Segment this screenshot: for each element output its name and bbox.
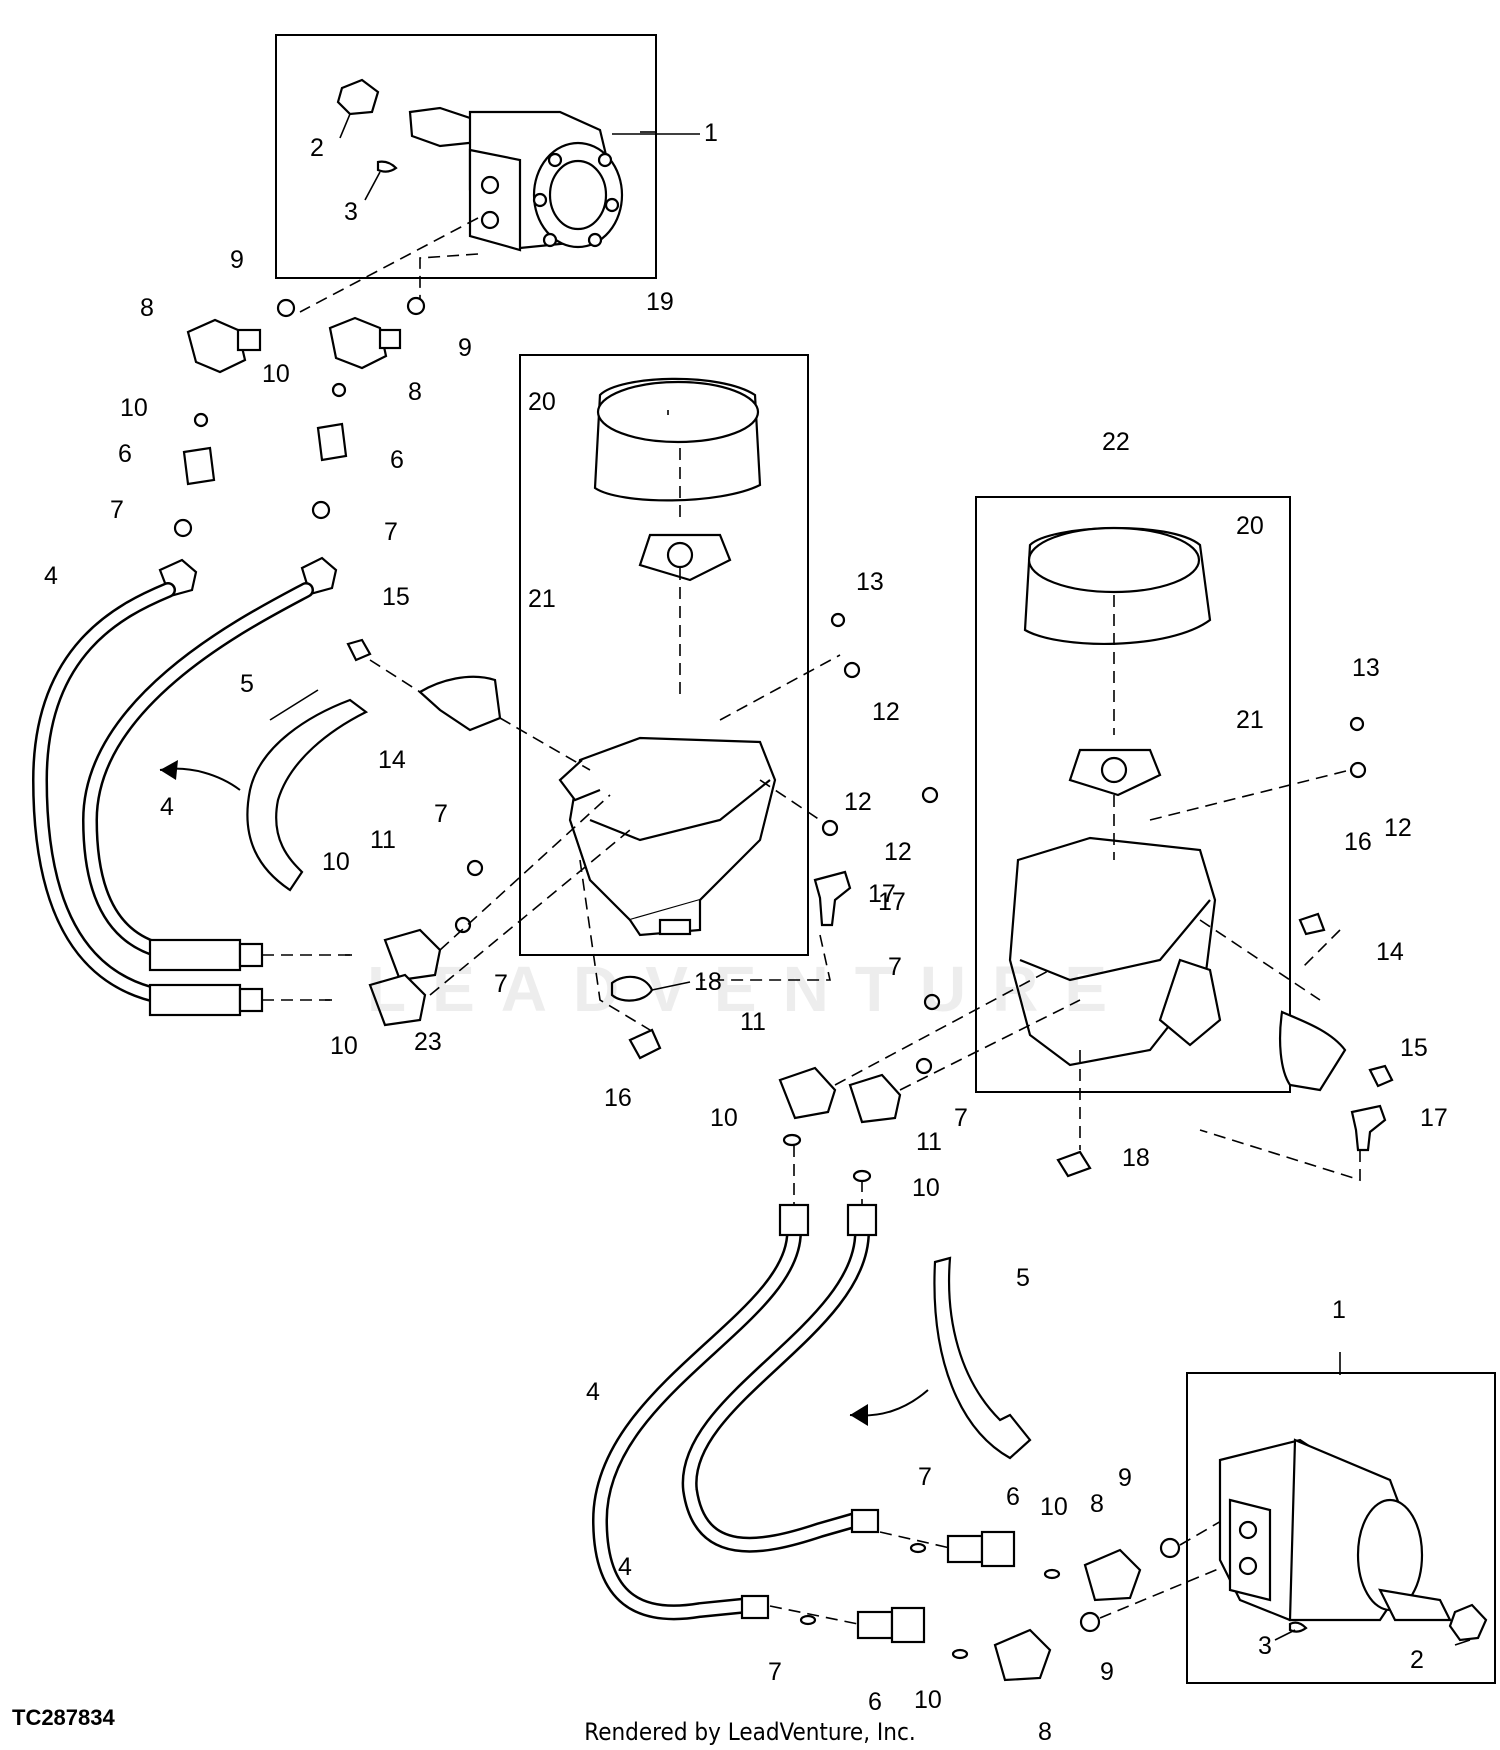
fittings-bottom — [799, 1530, 1181, 1682]
callout-11: 11 — [740, 1008, 766, 1036]
callout-17: 17 — [878, 888, 906, 916]
callout-9: 9 — [230, 246, 244, 274]
callout-11: 11 — [916, 1128, 942, 1156]
callout-7: 7 — [434, 800, 448, 828]
pump-assembly-left — [558, 377, 777, 937]
callout-9: 9 — [458, 334, 472, 362]
callout-10: 10 — [330, 1032, 358, 1060]
callout-1: 1 — [1332, 1296, 1346, 1324]
callout-17: 17 — [868, 880, 896, 908]
callout-10: 10 — [912, 1174, 940, 1202]
pump-assembly-right — [1008, 526, 1222, 1067]
callout-23: 23 — [414, 1028, 442, 1056]
callout-1: 1 — [704, 119, 718, 147]
spiral-wrap-bottom — [933, 1256, 1032, 1460]
callout-21: 21 — [528, 585, 556, 613]
callout-7: 7 — [888, 953, 902, 981]
group-box-pump-right — [975, 496, 1291, 1093]
steering-motor-bottom — [1218, 1438, 1488, 1642]
callout-20: 20 — [528, 388, 556, 416]
callout-7: 7 — [918, 1463, 932, 1491]
bracket-left — [418, 675, 502, 732]
callout-3: 3 — [1258, 1632, 1272, 1660]
credit-text: Rendered by LeadVenture, Inc. — [584, 1718, 916, 1746]
callout-9: 9 — [1100, 1658, 1114, 1686]
callout-13: 13 — [1352, 654, 1380, 682]
callout-4: 4 — [586, 1378, 600, 1406]
callout-4: 4 — [44, 562, 58, 590]
callout-5: 5 — [240, 670, 254, 698]
callout-10: 10 — [322, 848, 350, 876]
callout-12: 12 — [884, 838, 912, 866]
figure-id: TC287834 — [12, 1705, 115, 1730]
callout-7: 7 — [494, 970, 508, 998]
callout-4: 4 — [160, 793, 174, 821]
fittings-top-left — [158, 298, 296, 598]
callout-16: 16 — [604, 1084, 632, 1112]
callout-6: 6 — [118, 440, 132, 468]
callout-2: 2 — [1410, 1646, 1424, 1674]
callout-6: 6 — [1006, 1483, 1020, 1511]
callout-21: 21 — [1236, 706, 1264, 734]
callout-18: 18 — [694, 968, 722, 996]
callout-10: 10 — [120, 394, 148, 422]
watermark-text: LEADVENTURE — [366, 953, 1134, 1025]
callout-10: 10 — [914, 1686, 942, 1714]
callout-6: 6 — [868, 1688, 882, 1716]
steering-motor-top — [336, 78, 624, 252]
callout-12: 12 — [1384, 814, 1412, 842]
callout-2: 2 — [310, 134, 324, 162]
callout-18: 18 — [1122, 1144, 1150, 1172]
callout-10: 10 — [262, 360, 290, 388]
callout-11: 11 — [370, 826, 396, 854]
callout-8: 8 — [140, 294, 154, 322]
callout-5: 5 — [1016, 1264, 1030, 1292]
callout-20: 20 — [1236, 512, 1264, 540]
fittings-right-pump — [778, 993, 941, 1183]
bracket-right — [1278, 1010, 1347, 1092]
callout-14: 14 — [1376, 938, 1404, 966]
callout-22: 22 — [1102, 428, 1130, 456]
callout-16: 16 — [1344, 828, 1372, 856]
callout-10: 10 — [1040, 1493, 1068, 1521]
callout-7: 7 — [110, 496, 124, 524]
group-box-pump-left — [519, 354, 809, 956]
callout-15: 15 — [1400, 1034, 1428, 1062]
callout-14: 14 — [378, 746, 406, 774]
callout-7: 7 — [954, 1104, 968, 1132]
callout-13: 13 — [856, 568, 884, 596]
callout-8: 8 — [408, 378, 422, 406]
callout-7: 7 — [384, 518, 398, 546]
callout-19: 19 — [646, 288, 674, 316]
callout-8: 8 — [1038, 1718, 1052, 1746]
callout-8: 8 — [1090, 1490, 1104, 1518]
callout-9: 9 — [1118, 1464, 1132, 1492]
callout-4: 4 — [618, 1553, 632, 1581]
group-box-steering-motor-bottom — [1186, 1372, 1496, 1684]
callout-6: 6 — [390, 446, 404, 474]
spiral-wrap-top — [246, 698, 369, 892]
callout-17: 17 — [1420, 1104, 1448, 1132]
callout-3: 3 — [344, 198, 358, 226]
group-box-steering-motor-top — [275, 34, 657, 279]
callout-7: 7 — [768, 1658, 782, 1686]
callout-12: 12 — [872, 698, 900, 726]
callout-15: 15 — [382, 583, 410, 611]
callout-12: 12 — [844, 788, 872, 816]
callout-labels: 1 2 3 9 8 9 10 8 10 6 6 7 7 4 19 20 21 1… — [44, 119, 1448, 1746]
callout-10: 10 — [710, 1104, 738, 1132]
fittings-left-pump — [325, 859, 484, 1027]
fittings-top-right — [300, 296, 426, 596]
